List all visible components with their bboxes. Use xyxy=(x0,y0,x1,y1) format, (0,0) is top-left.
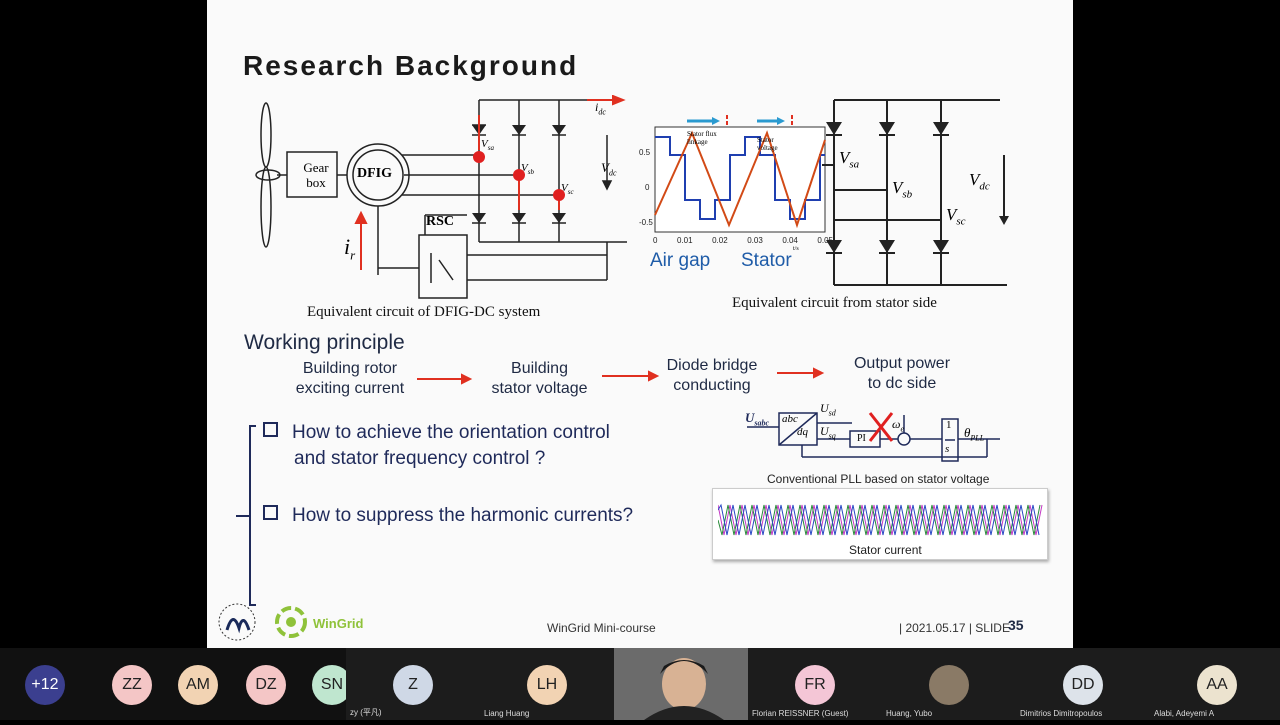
footer-course: WinGrid Mini-course xyxy=(547,621,656,635)
checkbox-icon xyxy=(263,505,278,520)
pll-block-diagram xyxy=(747,412,1000,462)
participant-video-tile[interactable] xyxy=(614,648,748,720)
wingrid-logo-text: WinGrid xyxy=(313,616,364,631)
participant-tile[interactable]: ZZ xyxy=(65,648,199,720)
pll-input-label: Usabc xyxy=(745,410,770,428)
speaker-video xyxy=(614,648,748,720)
theta-label: θPLL xyxy=(964,425,985,443)
plot-y-ticks: 0.5 0 -0.5 xyxy=(639,148,653,227)
question-bracket xyxy=(236,425,256,606)
caption-dfig-dc-system: Equivalent circuit of DFIG-DC system xyxy=(307,304,541,320)
ir-label: ir xyxy=(344,234,356,263)
vsc-right-label: Vsc xyxy=(946,205,966,228)
dfig-dc-circuit-diagram xyxy=(255,95,627,299)
air-gap-label: Air gap xyxy=(650,250,711,271)
dfig-label: DFIG xyxy=(357,166,392,181)
stator-label: Stator xyxy=(741,250,792,271)
abc-label: abc xyxy=(782,413,798,425)
participant-tile[interactable]: SN xyxy=(265,648,399,720)
slide-number: 35 xyxy=(1008,617,1024,633)
vsb-label: Vsb xyxy=(521,162,534,177)
gearbox-label: Gear box xyxy=(303,160,329,190)
question-harmonic-currents: How to suppress the harmonic currents? xyxy=(263,503,633,529)
integrator-den: s xyxy=(945,443,950,455)
plot-x-unit: t/s xyxy=(793,246,799,252)
participant-tile[interactable]: AM xyxy=(131,648,265,720)
working-principle-heading: Working principle xyxy=(244,331,405,354)
principle-arrows xyxy=(417,367,825,385)
participant-tile[interactable]: Huang, Yubo xyxy=(882,648,1016,720)
caption-stator-side: Equivalent circuit from stator side xyxy=(732,295,937,311)
omega-label: ωe xyxy=(892,417,905,434)
question-orientation-control: How to achieve the orientation control a… xyxy=(263,420,610,472)
dq-label: dq xyxy=(797,426,808,438)
vsb-right-label: Vsb xyxy=(892,178,913,201)
participant-tile[interactable]: DZ xyxy=(199,648,333,720)
stator-current-caption: Stator current xyxy=(849,543,922,557)
rsc-label: RSC xyxy=(426,214,455,229)
stator-side-circuit-diagram xyxy=(822,99,1009,286)
university-logo xyxy=(218,603,256,641)
usd-label: Usd xyxy=(820,401,836,418)
participant-overflow[interactable]: +12 xyxy=(0,648,112,720)
slide-title: Research Background xyxy=(243,50,579,81)
wingrid-logo-icon xyxy=(275,606,307,638)
integrator-num: 1 xyxy=(946,419,952,431)
checkbox-icon xyxy=(263,422,278,437)
usq-label: Usq xyxy=(820,424,836,441)
flux-linkage-label: Stator flux linkage xyxy=(687,130,717,146)
vsa-right-label: Vsa xyxy=(839,148,860,171)
vdc-label: Vdc xyxy=(601,160,617,178)
idc-label: idc xyxy=(595,100,606,117)
stator-current-figure: Stator current xyxy=(712,488,1048,560)
avatar xyxy=(929,665,969,705)
stator-waveform-plot xyxy=(654,115,826,233)
pi-label: PI xyxy=(857,433,866,444)
footer-date: | 2021.05.17 | SLIDE xyxy=(899,621,1010,635)
vsa-label: Vsa xyxy=(481,138,494,153)
pll-caption: Conventional PLL based on stator voltage xyxy=(767,472,990,486)
vdc-right-label: Vdc xyxy=(969,170,990,193)
stator-voltage-label: Stator voltage xyxy=(757,136,778,152)
stator-current-waveform xyxy=(718,503,1043,536)
vsc-label: Vsc xyxy=(561,182,574,197)
presentation-slide: Research Background xyxy=(207,0,1073,648)
